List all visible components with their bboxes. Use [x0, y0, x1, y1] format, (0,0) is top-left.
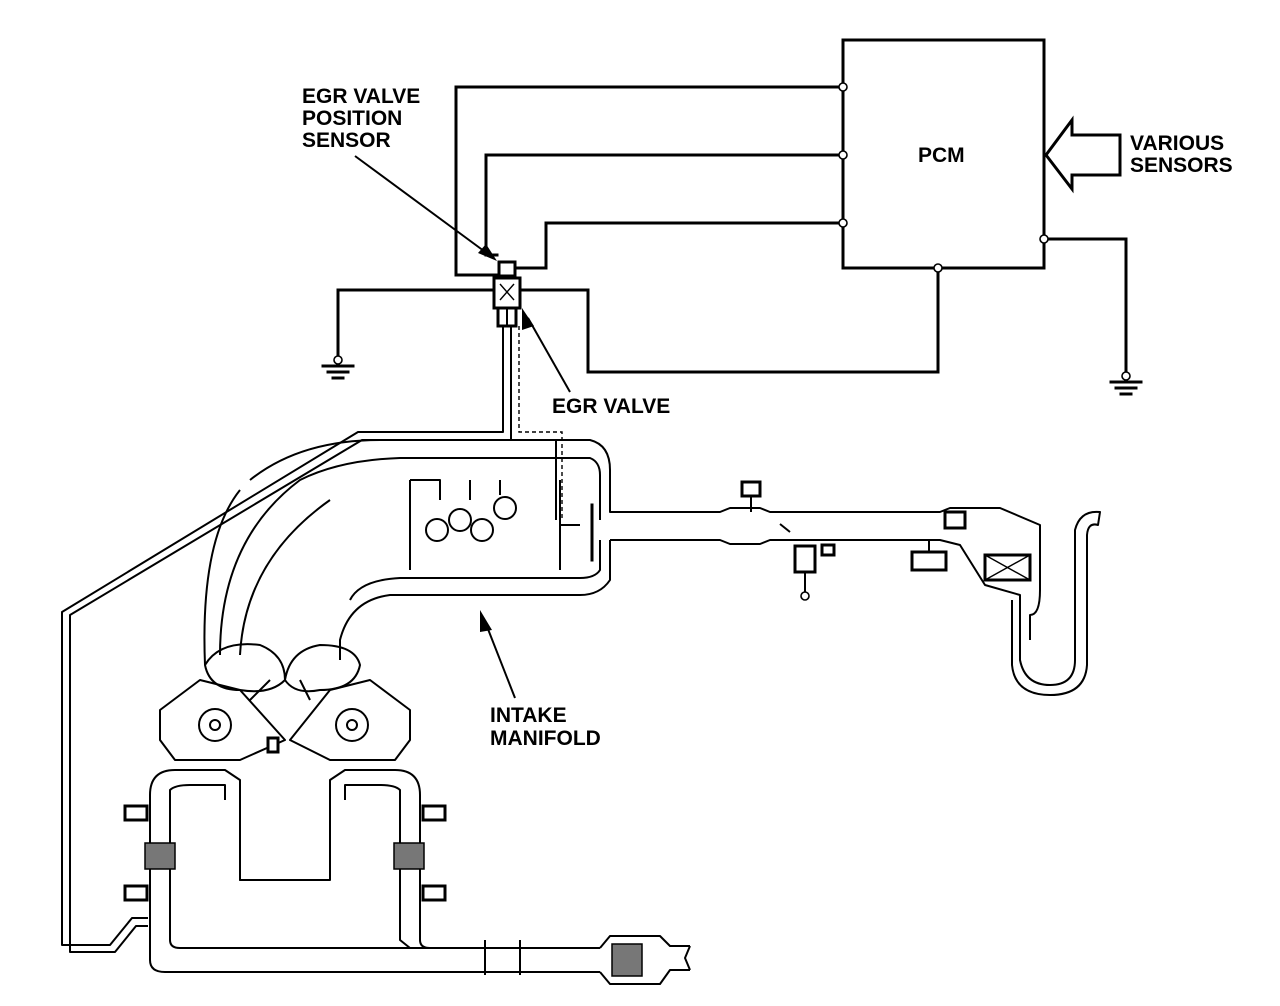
- egr-position-sensor-label: EGR VALVE POSITION SENSOR: [302, 85, 426, 152]
- intake-manifold-leader: [485, 623, 516, 699]
- wire-valve-drive: [520, 266, 940, 374]
- various-sensors-line-1: VARIOUS: [1130, 132, 1224, 155]
- egr-valve-leader: [527, 317, 571, 393]
- wire-sensor-ground: [512, 221, 845, 270]
- egr-position-sensor-arrowhead: [478, 244, 497, 261]
- ground-symbol-left: [321, 355, 355, 380]
- pcm-terminal-2: [838, 150, 848, 160]
- various-sensors-line-2: SENSORS: [1130, 154, 1233, 177]
- wire-sensor-signal: [484, 153, 845, 257]
- various-sensors-label: VARIOUS SENSORS: [1130, 132, 1233, 177]
- egr-position-sensor: [497, 260, 517, 278]
- pcm-box: [841, 38, 1046, 270]
- pcm-terminal-1: [838, 82, 848, 92]
- egr-position-sensor-line-1: EGR VALVE: [302, 85, 420, 108]
- egr-position-sensor-leader: [354, 155, 489, 255]
- egr-position-sensor-line-3: SENSOR: [302, 129, 391, 152]
- egr-valve-assembly: [492, 260, 522, 328]
- pcm-terminal-4: [933, 263, 943, 273]
- ground-symbol-right: [1109, 371, 1143, 396]
- egr-valve-arrowhead: [522, 308, 534, 330]
- engine-block: [123, 643, 691, 985]
- wire-sensor-ref: [454, 85, 845, 277]
- intake-manifold-line-2: MANIFOLD: [490, 727, 601, 750]
- intake-manifold-label: INTAKE MANIFOLD: [490, 704, 601, 750]
- pcm-label: PCM: [918, 144, 965, 167]
- pcm-terminal-5: [1039, 234, 1049, 244]
- wire-valve-ground: [336, 288, 499, 360]
- egr-valve-label: EGR VALVE: [552, 395, 670, 418]
- intake-manifold-arrowhead: [480, 610, 492, 632]
- intake-manifold: [203, 439, 1101, 696]
- pcm-terminal-3: [838, 218, 848, 228]
- wire-pcm-ground: [1042, 237, 1128, 376]
- intake-manifold-line-1: INTAKE: [490, 704, 567, 727]
- egr-position-sensor-line-2: POSITION: [302, 107, 402, 130]
- various-sensors-arrow: [1044, 115, 1122, 194]
- egr-tube: [61, 326, 563, 953]
